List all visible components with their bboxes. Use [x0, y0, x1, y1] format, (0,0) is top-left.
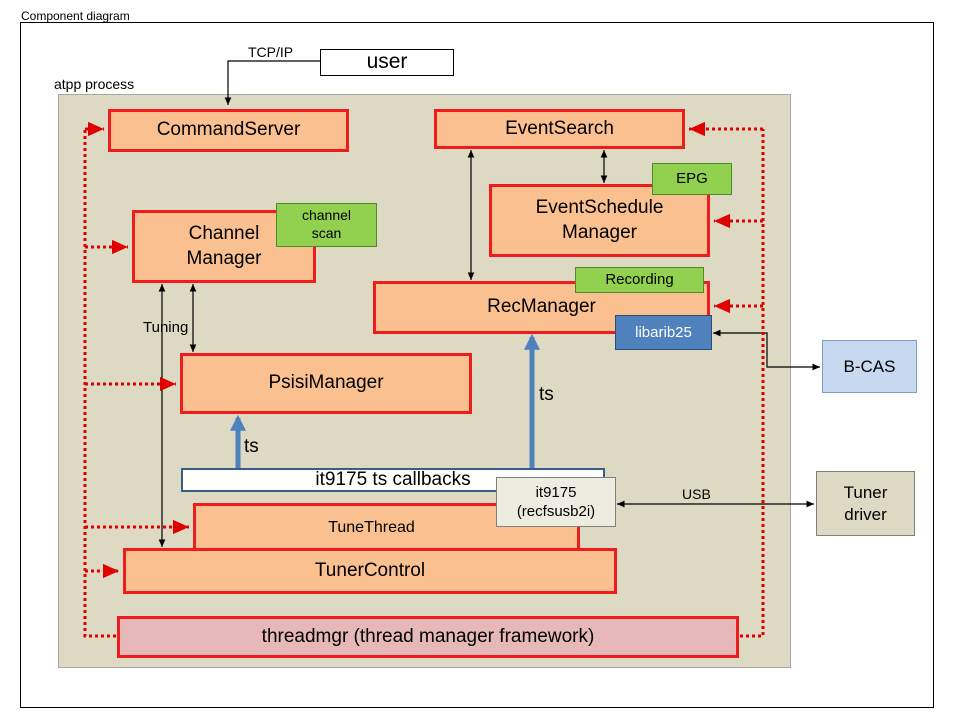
bcas-box: B-CAS	[822, 340, 917, 393]
tuner-driver-box: Tuner driver	[816, 471, 915, 536]
ts-label-right: ts	[539, 384, 554, 405]
channel-scan-tag: channel scan	[276, 203, 377, 247]
ts-label-left: ts	[244, 436, 259, 457]
event-search-box: EventSearch	[434, 109, 685, 149]
diagram-title: Component diagram	[21, 9, 130, 23]
usb-label: USB	[682, 486, 711, 502]
threadmgr-box: threadmgr (thread manager framework)	[117, 616, 739, 658]
process-label: atpp process	[54, 76, 135, 92]
tuning-label: Tuning	[143, 319, 189, 336]
it9175-box: it9175 (recfsusb2i)	[496, 477, 616, 527]
tuner-control-box: TunerControl	[123, 548, 617, 594]
recording-tag: Recording	[575, 267, 704, 293]
user-box: user	[320, 49, 454, 76]
command-server-box: CommandServer	[108, 109, 349, 152]
tcpip-label: TCP/IP	[248, 44, 294, 60]
libarib25-box: libarib25	[615, 315, 712, 350]
psisi-manager-box: PsisiManager	[180, 353, 472, 414]
event-schedule-manager-box: EventSchedule Manager	[489, 184, 710, 257]
epg-tag: EPG	[652, 163, 732, 195]
